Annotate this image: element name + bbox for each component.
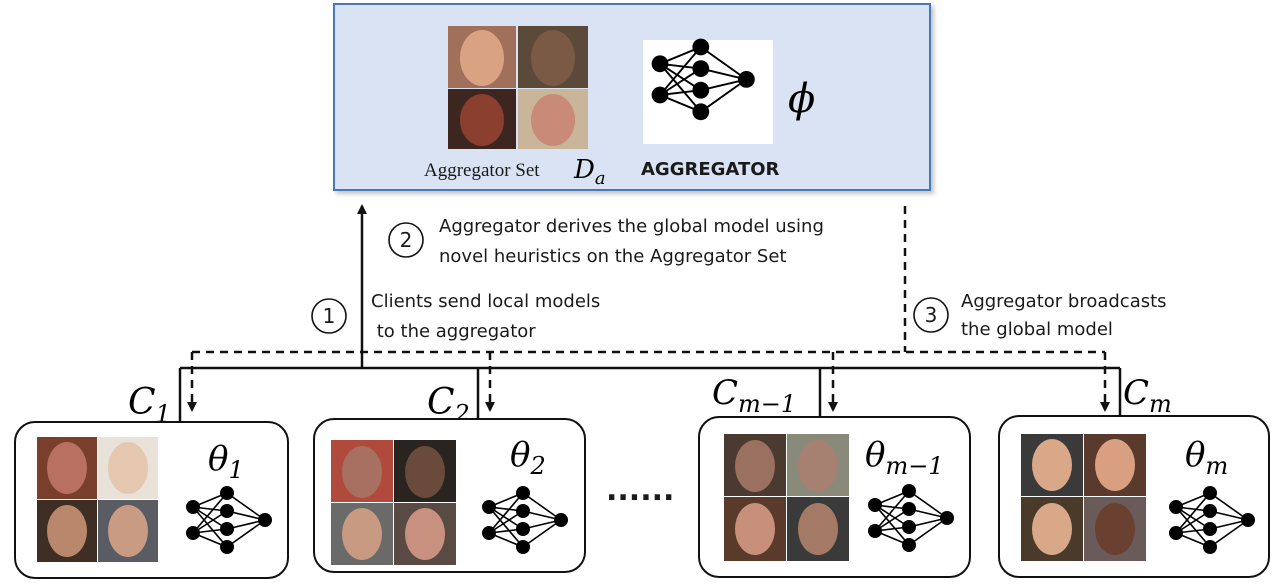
client-m-1-box: θm−1: [698, 416, 971, 578]
aggregator-model-symbol: ϕ: [788, 76, 815, 122]
step-1: 1 Clients send local models to the aggre…: [311, 291, 606, 342]
step-2: 2 Aggregator derives the global model us…: [388, 216, 830, 267]
client-m-1-model-symbol: θm−1: [865, 435, 944, 480]
client-2-label: C2: [427, 382, 470, 428]
step-3-text: Aggregator broadcasts the global model: [961, 291, 1172, 340]
step-2-marker: [388, 222, 424, 258]
step-3: 3 Aggregator broadcasts the global model: [913, 291, 1172, 340]
step-2-number: 2: [400, 228, 413, 252]
client-m-label: Cm: [1123, 373, 1172, 418]
client-m-1-label: Cm−1: [712, 373, 796, 418]
client-m-images: [1021, 434, 1146, 561]
aggregator-title: AGGREGATOR: [641, 159, 780, 180]
step-2-text: Aggregator derives the global model usin…: [439, 216, 830, 267]
aggregator-neural-network-icon: [643, 37, 773, 144]
client-m-1-images: [724, 434, 849, 561]
step-1-number: 1: [323, 304, 336, 328]
aggregator-set-label: Aggregator Set: [424, 160, 540, 181]
client-1-box: θ1: [14, 421, 289, 579]
aggregator-box: [333, 3, 931, 191]
client-2-images: [331, 440, 456, 565]
client-1-images: [37, 437, 158, 562]
step-3-number: 3: [925, 303, 938, 327]
client-m-model-symbol: θm: [1185, 435, 1228, 480]
aggregator-set-symbol: Da: [573, 155, 606, 189]
client-m-box: θm: [998, 415, 1270, 578]
upload-bus: [178, 366, 1122, 422]
step-1-marker: [311, 298, 347, 334]
aggregator-set-images: [448, 26, 588, 149]
broadcast-bus: [187, 350, 1110, 412]
client-2-model-symbol: θ2: [510, 435, 546, 480]
step-3-marker: [913, 297, 949, 333]
more-clients-ellipsis: ......: [606, 473, 674, 508]
client-1-model-symbol: θ1: [208, 439, 244, 484]
client-2-box: θ2: [313, 418, 586, 573]
step-1-text: Clients send local models to the aggrega…: [371, 291, 606, 342]
